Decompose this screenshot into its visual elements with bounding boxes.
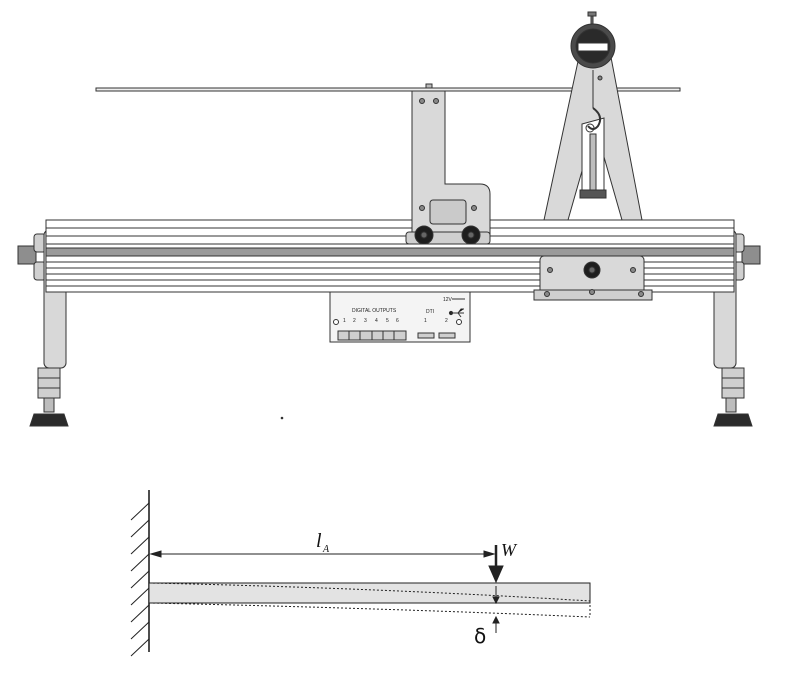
specimen-beam <box>95 87 681 92</box>
digital-output-channel: 3 <box>364 318 367 324</box>
digital-output-channel: 4 <box>375 318 378 324</box>
carriage-block <box>533 255 653 301</box>
load-hanger <box>579 70 607 199</box>
length-label: l <box>316 530 322 552</box>
cantilever-diagram <box>130 490 591 657</box>
beam-rectangle <box>148 582 591 604</box>
digital-output-channel: 2 <box>353 318 356 324</box>
apparatus-drawing <box>17 11 761 427</box>
deflected-beam-outline <box>148 582 591 618</box>
digital-output-channel: 1 <box>343 318 346 324</box>
digital-outputs-title: DIGITAL OUTPUTS <box>352 308 397 314</box>
power-label: 12V <box>443 297 453 303</box>
deflection-label: δ <box>474 624 486 648</box>
length-label-subscript: A <box>322 544 330 555</box>
digital-output-channel: 5 <box>386 318 389 324</box>
dti-channel: 2 <box>445 318 448 324</box>
dti-channel: 1 <box>424 318 427 324</box>
length-dimension-arrow <box>149 550 496 558</box>
digital-interface-box <box>329 291 471 343</box>
usb-icon <box>448 308 464 318</box>
fixed-support-wall <box>130 490 150 657</box>
dial-gauge-icon <box>570 11 616 69</box>
digital-output-channel: 6 <box>396 318 399 324</box>
deflection-arrows <box>492 586 500 633</box>
beam-clamp-bracket <box>405 83 491 245</box>
load-arrow <box>488 545 504 584</box>
load-label: W <box>501 540 518 560</box>
dti-label: DTI <box>426 309 434 315</box>
